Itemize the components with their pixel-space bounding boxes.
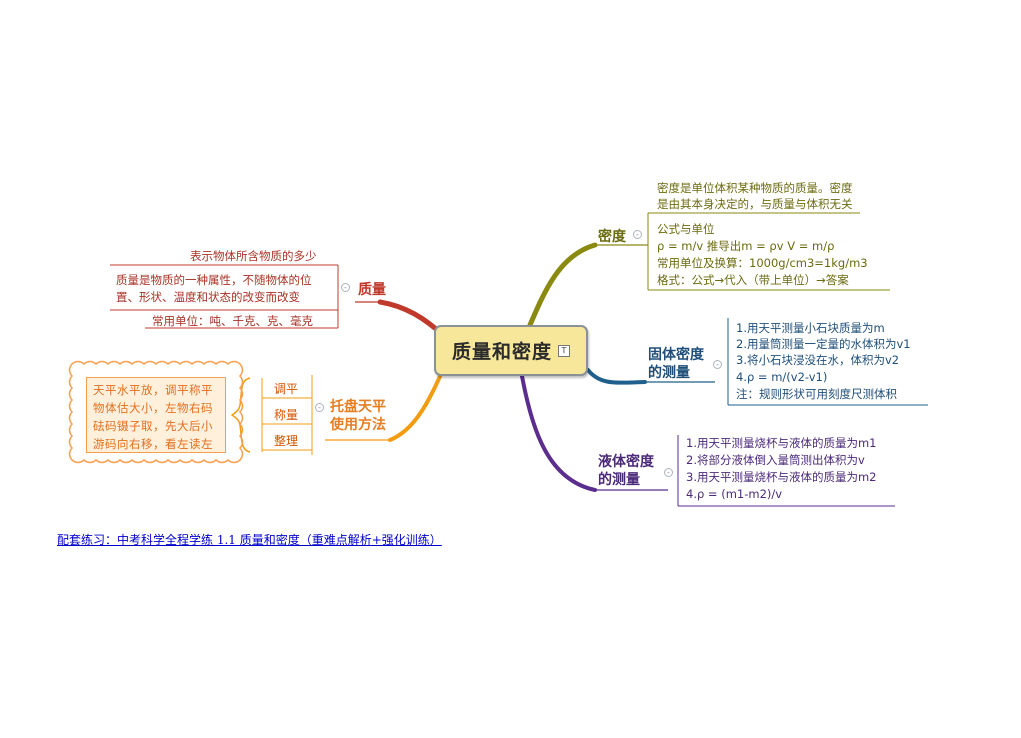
density-def-1: 密度是单位体积某种物质的质量。密度	[657, 181, 853, 195]
liquid-step-4: 4.ρ = (m1-m2)/v	[686, 487, 783, 501]
density-formula-2: ρ = m/v 推导出m = ρv V = m/ρ	[657, 239, 835, 253]
collapse-liquid-icon[interactable]: -	[664, 468, 673, 477]
solid-step-3: 3.将小石块浸没在水，体积为v2	[736, 353, 900, 367]
callout-scallop	[68, 360, 244, 464]
topic-density[interactable]: 密度	[598, 229, 626, 245]
topic-solid-line1: 固体密度	[648, 347, 704, 363]
bracket-solid	[727, 318, 928, 406]
mass-leaf-2: 质量是物质的一种属性，不随物体的位	[116, 273, 312, 287]
curly-brace	[230, 377, 251, 453]
topic-balance-line2: 使用方法	[330, 417, 386, 433]
solid-step-2: 2.用量筒测量一定量的水体积为v1	[736, 337, 911, 351]
bracket-density	[647, 212, 890, 291]
density-formula-4: 格式：公式→代入（带上单位）→答案	[657, 273, 849, 287]
density-def-2: 是由其本身决定的，与质量与体积无关	[657, 197, 853, 211]
density-formula-3: 常用单位及换算：1000g/cm3=1kg/m3	[657, 256, 868, 270]
solid-step-note: 注：规则形状可用刻度尺测体积	[736, 387, 897, 401]
collapse-density-icon[interactable]: -	[633, 230, 642, 239]
balance-leaf-3: 整理	[274, 434, 299, 448]
mass-leaf-4: 常用单位：吨、千克、克、毫克	[152, 314, 313, 328]
connector-density	[527, 242, 598, 328]
bracket-balance	[261, 375, 313, 455]
connector-liquid	[520, 374, 597, 492]
balance-leaf-1: 调平	[274, 382, 299, 396]
mass-leaf-1: 表示物体所含物质的多少	[190, 249, 317, 263]
connector-solid	[586, 368, 647, 385]
density-formula-1: 公式与单位	[657, 222, 715, 236]
central-topic[interactable]: 质量和密度 T	[434, 325, 588, 376]
note-icon[interactable]: T	[558, 344, 570, 357]
collapse-balance-icon[interactable]: -	[315, 403, 324, 412]
solid-step-1: 1.用天平测量小石块质量为m	[736, 321, 885, 335]
connector-balance	[388, 363, 447, 442]
liquid-step-2: 2.将部分液体倒入量筒测出体积为v	[686, 453, 865, 467]
collapse-solid-icon[interactable]: -	[713, 360, 722, 369]
central-topic-title: 质量和密度	[451, 341, 552, 363]
topic-liquid-line1: 液体密度	[598, 454, 654, 470]
balance-callout: 天平水平放，调平称平物体估大小，左物右码砝码镊子取，先大后小游码向右移，看左读左	[86, 377, 226, 453]
practice-link[interactable]: 配套练习：中考科学全程学练 1.1 质量和密度（重难点解析+强化训练）	[57, 533, 442, 547]
topic-liquid-line2: 的测量	[598, 472, 640, 488]
balance-callout-text: 天平水平放，调平称平物体估大小，左物右码砝码镊子取，先大后小游码向右移，看左读左	[93, 383, 213, 451]
topic-liquid-density[interactable]: 液体密度 的测量	[598, 453, 654, 489]
topic-solid-line2: 的测量	[648, 365, 690, 381]
collapse-mass-icon[interactable]: -	[341, 283, 350, 292]
topic-mass[interactable]: 质量	[358, 282, 386, 298]
bracket-liquid	[677, 435, 895, 507]
liquid-step-3: 3.用天平测量烧杯与液体的质量为m2	[686, 470, 877, 484]
liquid-step-1: 1.用天平测量烧杯与液体的质量为m1	[686, 436, 877, 450]
topic-balance[interactable]: 托盘天平 使用方法	[330, 398, 386, 434]
topic-balance-line1: 托盘天平	[330, 399, 386, 415]
solid-step-4: 4.ρ = m/(v2-v1)	[736, 370, 828, 384]
topic-solid-density[interactable]: 固体密度 的测量	[648, 346, 704, 382]
balance-leaf-2: 称量	[274, 408, 299, 422]
mass-leaf-3: 置、形状、温度和状态的改变而改变	[116, 290, 300, 304]
